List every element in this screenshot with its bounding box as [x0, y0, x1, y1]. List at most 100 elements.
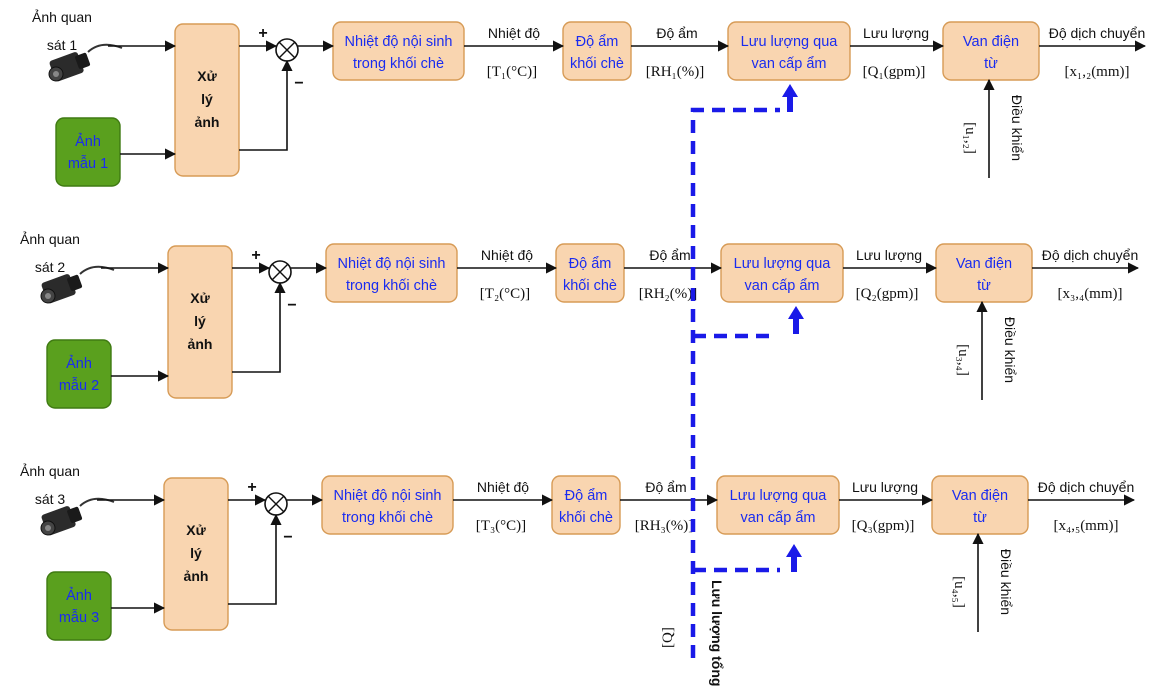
flow-block-label: Lưu lượng qua	[734, 256, 832, 272]
dashed-flow-line	[693, 110, 780, 658]
control-math: [u₃,₄]	[955, 344, 971, 376]
humidity-signal-label: Độ ẩm	[656, 25, 697, 41]
sample-image-box	[47, 572, 111, 640]
observe-label: Ảnh quan	[20, 231, 80, 247]
valve-block-label: Van điện	[956, 256, 1012, 272]
humidity-signal-math: [RH₃(%)]	[635, 518, 694, 534]
process-label: ảnh	[184, 568, 209, 584]
temperature-signal-math: [T₁(°C)]	[487, 64, 537, 80]
summing-junction	[276, 39, 298, 61]
humidity-signal-label: Độ ẩm	[649, 247, 690, 263]
dashed-arrowhead	[788, 306, 804, 334]
flow-signal-label: Lưu lượng	[856, 247, 922, 263]
minus-sign: −	[294, 75, 303, 92]
flow-block-label: Lưu lượng qua	[730, 488, 828, 504]
summing-junction	[265, 493, 287, 515]
process-label: ảnh	[195, 114, 220, 130]
process-label: lý	[194, 313, 206, 329]
humidity-signal-math: [RH₂(%)]	[639, 286, 698, 302]
temperature-signal-math: [T₃(°C)]	[476, 518, 526, 534]
sample-image-box	[56, 118, 120, 186]
temperature-block-label: trong khối chè	[342, 510, 433, 526]
flow-signal-label: Lưu lượng	[852, 479, 918, 495]
process-label: lý	[201, 91, 213, 107]
plus-sign: +	[258, 25, 267, 42]
flow-block-label: van cấp ẩm	[752, 56, 827, 72]
displacement-label: Độ dịch chuyển	[1038, 479, 1135, 495]
valve-block-label: từ	[977, 278, 991, 294]
sample-label: Ảnh	[66, 587, 92, 604]
humidity-block-label: Độ ẩm	[565, 488, 608, 504]
humidity-block-label: khối chè	[563, 278, 617, 294]
dashed-arrowhead	[782, 84, 798, 112]
process-label: ảnh	[188, 336, 213, 352]
observe-label: Ảnh quan	[32, 9, 92, 25]
temperature-signal-label: Nhiệt độ	[481, 247, 533, 263]
minus-sign: −	[283, 529, 292, 546]
flow-block-label: van cấp ẩm	[741, 510, 816, 526]
process-label: Xử	[197, 68, 217, 84]
flow-signal-math: [Q₃(gpm)]	[852, 518, 915, 534]
summing-junction	[269, 261, 291, 283]
displacement-math: [x₄,₅(mm)]	[1053, 518, 1118, 534]
humidity-block-label: khối chè	[570, 56, 624, 72]
total-flow-distribution-lines	[693, 84, 804, 658]
row-1: Ảnh quan sát 1 Ảnh mẫu 1 Xử lý ảnh + − Nhiệt độ n…	[32, 9, 1145, 186]
flow-signal-label: Lưu lượng	[863, 25, 929, 41]
control-label: Điều khiển	[1002, 317, 1018, 383]
humidity-signal-math: [RH₁(%)]	[646, 64, 705, 80]
sample-image-box	[47, 340, 111, 408]
humidity-block-label: Độ ẩm	[569, 256, 612, 272]
arrow-process-to-junction-minus	[239, 61, 287, 150]
arrow-process-to-junction-minus	[232, 283, 280, 372]
control-math: [u₁,₂]	[962, 122, 978, 154]
sample-label: Ảnh	[66, 355, 92, 372]
flow-block-label: Lưu lượng qua	[741, 34, 839, 50]
plus-sign: +	[251, 247, 260, 264]
temperature-block-label: Nhiệt độ nội sinh	[337, 256, 445, 272]
row-2: Ảnh quan sát 2 Ảnh mẫu 2 Xử lý ảnh + − Nhiệt độ n…	[20, 231, 1138, 408]
control-label: Điều khiển	[1009, 95, 1025, 161]
temperature-block-label: Nhiệt độ nội sinh	[333, 488, 441, 504]
process-label: Xử	[186, 522, 206, 538]
dashed-arrowhead	[786, 544, 802, 572]
process-label: Xử	[190, 290, 210, 306]
flow-block-label: van cấp ẩm	[745, 278, 820, 294]
valve-block-label: từ	[973, 510, 987, 526]
total-flow-label: Lưu lượng tổng	[709, 580, 725, 686]
observe-label: sát 3	[35, 491, 66, 507]
process-label: lý	[190, 545, 202, 561]
displacement-math: [x₃,₄(mm)]	[1057, 286, 1122, 302]
sample-label: mẫu 1	[68, 155, 108, 172]
temperature-signal-label: Nhiệt độ	[488, 25, 540, 41]
observe-label: sát 2	[35, 259, 66, 275]
sample-label: Ảnh	[75, 133, 101, 150]
humidity-signal-label: Độ ẩm	[645, 479, 686, 495]
temperature-block-label: trong khối chè	[346, 278, 437, 294]
sample-label: mẫu 3	[59, 609, 99, 626]
observe-label: Ảnh quan	[20, 463, 80, 479]
temperature-block-label: Nhiệt độ nội sinh	[344, 34, 452, 50]
row-3: Ảnh quan sát 3 Ảnh mẫu 3 Xử lý ảnh + − Nhiệt độ n…	[20, 463, 1134, 640]
plus-sign: +	[247, 479, 256, 496]
flow-signal-math: [Q₁(gpm)]	[863, 64, 926, 80]
valve-block-label: Van điện	[952, 488, 1008, 504]
minus-sign: −	[287, 297, 296, 314]
sample-label: mẫu 2	[59, 377, 99, 394]
observe-label: sát 1	[47, 37, 78, 53]
control-label: Điều khiển	[998, 549, 1014, 615]
displacement-label: Độ dịch chuyển	[1049, 25, 1146, 41]
valve-block-label: từ	[984, 56, 998, 72]
humidity-block-label: Độ ẩm	[576, 34, 619, 50]
temperature-signal-label: Nhiệt độ	[477, 479, 529, 495]
flow-signal-math: [Q₂(gpm)]	[856, 286, 919, 302]
humidity-block-label: khối chè	[559, 510, 613, 526]
valve-block-label: Van điện	[963, 34, 1019, 50]
temperature-signal-math: [T₂(°C)]	[480, 286, 530, 302]
displacement-label: Độ dịch chuyển	[1042, 247, 1139, 263]
control-math: [u₄,₅]	[951, 576, 967, 608]
temperature-block-label: trong khối chè	[353, 56, 444, 72]
displacement-math: [x₁,₂(mm)]	[1064, 64, 1129, 80]
total-flow-math: [Q]	[660, 627, 676, 648]
